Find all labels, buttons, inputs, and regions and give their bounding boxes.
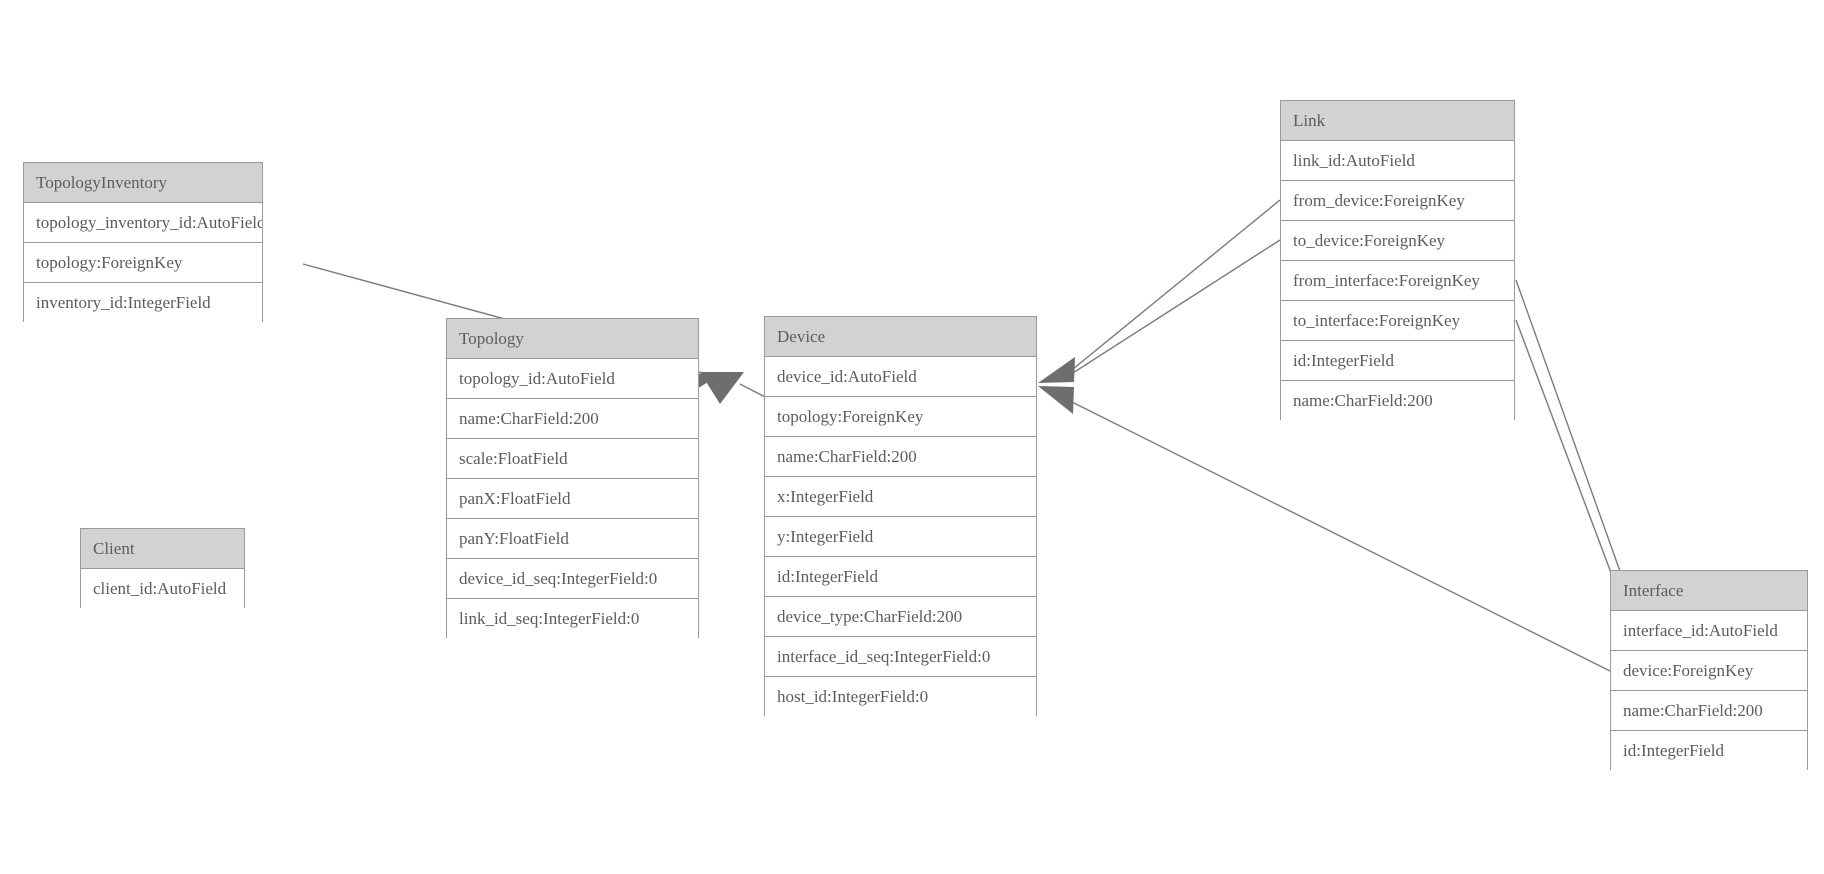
- field-row: name:CharField:200: [765, 437, 1036, 477]
- entity-client[interactable]: Client client_id:AutoField: [80, 528, 245, 609]
- entity-interface[interactable]: Interface interface_id:AutoField device:…: [1610, 570, 1808, 771]
- field-row: host_id:IntegerField:0: [765, 677, 1036, 717]
- entity-title-topologyinventory: TopologyInventory: [24, 163, 262, 203]
- entity-fields-link: link_id:AutoField from_device:ForeignKey…: [1281, 141, 1514, 421]
- field-row: link_id_seq:IntegerField:0: [447, 599, 698, 639]
- field-row: to_interface:ForeignKey: [1281, 301, 1514, 341]
- field-row: link_id:AutoField: [1281, 141, 1514, 181]
- field-row: y:IntegerField: [765, 517, 1036, 557]
- entity-fields-device: device_id:AutoField topology:ForeignKey …: [765, 357, 1036, 717]
- field-row: to_device:ForeignKey: [1281, 221, 1514, 261]
- field-row: topology:ForeignKey: [24, 243, 262, 283]
- field-row: scale:FloatField: [447, 439, 698, 479]
- field-row: name:CharField:200: [1611, 691, 1807, 731]
- field-row: device:ForeignKey: [1611, 651, 1807, 691]
- edge-link-frominterface-to-interface: [1515, 279, 1637, 617]
- entity-title-client: Client: [81, 529, 244, 569]
- arrowhead-device-right: [1038, 357, 1075, 414]
- field-row: inventory_id:IntegerField: [24, 283, 262, 323]
- field-row: interface_id_seq:IntegerField:0: [765, 637, 1036, 677]
- edge-link-todevice-to-device: [1061, 239, 1281, 381]
- field-row: topology_inventory_id:AutoField: [24, 203, 262, 243]
- entity-title-device: Device: [765, 317, 1036, 357]
- entity-fields-topologyinventory: topology_inventory_id:AutoField topology…: [24, 203, 262, 323]
- field-row: topology:ForeignKey: [765, 397, 1036, 437]
- field-row: id:IntegerField: [1611, 731, 1807, 771]
- entity-topologyinventory[interactable]: TopologyInventory topology_inventory_id:…: [23, 162, 263, 323]
- field-row: from_interface:ForeignKey: [1281, 261, 1514, 301]
- entity-link[interactable]: Link link_id:AutoField from_device:Forei…: [1280, 100, 1515, 421]
- entity-fields-topology: topology_id:AutoField name:CharField:200…: [447, 359, 698, 639]
- entity-title-interface: Interface: [1611, 571, 1807, 611]
- entity-title-link: Link: [1281, 101, 1514, 141]
- edge-link-fromdevice-to-device: [1061, 199, 1281, 379]
- field-row: panX:FloatField: [447, 479, 698, 519]
- field-row: x:IntegerField: [765, 477, 1036, 517]
- field-row: id:IntegerField: [765, 557, 1036, 597]
- entity-device[interactable]: Device device_id:AutoField topology:Fore…: [764, 316, 1037, 717]
- field-row: name:CharField:200: [1281, 381, 1514, 421]
- entity-fields-client: client_id:AutoField: [81, 569, 244, 609]
- field-row: from_device:ForeignKey: [1281, 181, 1514, 221]
- field-row: device_id_seq:IntegerField:0: [447, 559, 698, 599]
- entity-topology[interactable]: Topology topology_id:AutoField name:Char…: [446, 318, 699, 639]
- edge-interface-to-device: [1063, 397, 1613, 673]
- field-row: device_type:CharField:200: [765, 597, 1036, 637]
- field-row: panY:FloatField: [447, 519, 698, 559]
- entity-fields-interface: interface_id:AutoField device:ForeignKey…: [1611, 611, 1807, 771]
- field-row: interface_id:AutoField: [1611, 611, 1807, 651]
- field-row: client_id:AutoField: [81, 569, 244, 609]
- field-row: id:IntegerField: [1281, 341, 1514, 381]
- entity-title-topology: Topology: [447, 319, 698, 359]
- field-row: device_id:AutoField: [765, 357, 1036, 397]
- field-row: name:CharField:200: [447, 399, 698, 439]
- field-row: topology_id:AutoField: [447, 359, 698, 399]
